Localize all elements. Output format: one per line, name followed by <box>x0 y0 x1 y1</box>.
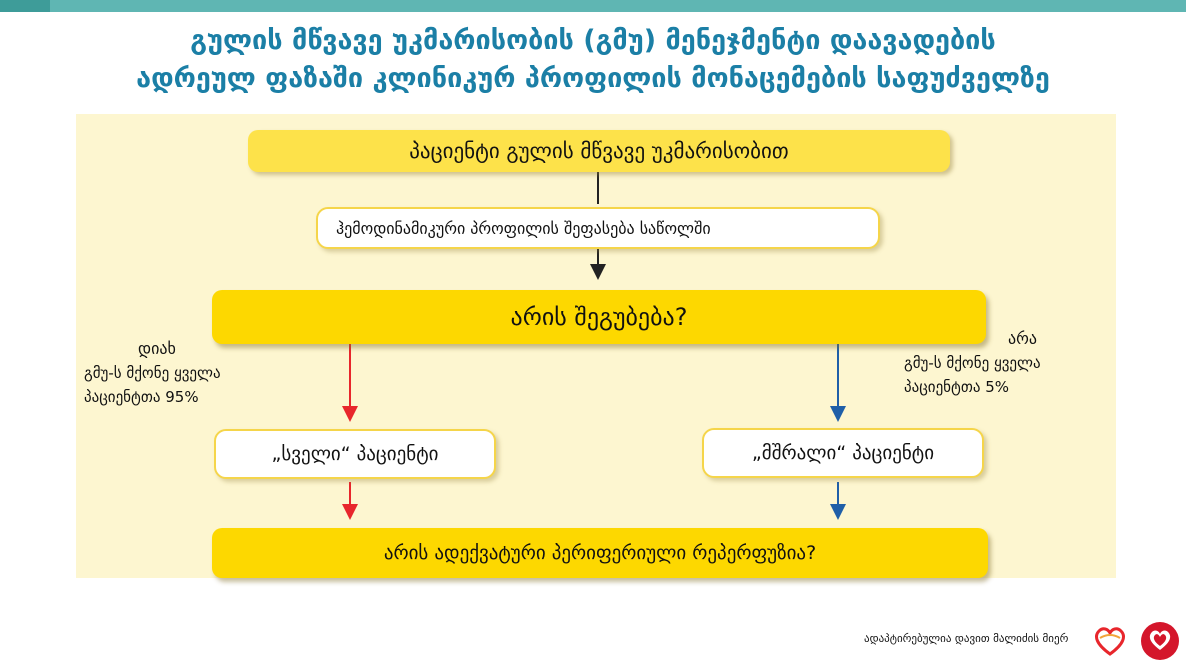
wet-patient-box: „სველი“ პაციენტი <box>214 429 496 479</box>
dry-patient-box: „მშრალი“ პაციენტი <box>702 428 984 478</box>
wet-patient-label: „სველი“ პაციენტი <box>271 443 439 465</box>
dry-patient-label: „მშრალი“ პაციენტი <box>751 442 935 464</box>
footer-credit: ადაპტირებულია დავით მალიძის მიერ <box>864 632 1069 645</box>
title-line-2: ადრეულ ფაზაში კლინიკურ პროფილის მონაცემე… <box>136 63 1050 94</box>
no-detail-line-1: გმუ-ს მქონე ყველა <box>904 354 1041 372</box>
slide-title: გულის მწვავე უკმარისობის (გმუ) მენეჯმენტ… <box>0 22 1186 98</box>
title-line-1: გულის მწვავე უკმარისობის (გმუ) მენეჯმენტ… <box>190 25 996 56</box>
patient-box: პაციენტი გულის მწვავე უკმარისობით <box>248 130 950 172</box>
congestion-question-box: არის შეგუბება? <box>212 290 986 344</box>
esc-logo-icon <box>1141 622 1179 660</box>
hfa-logo-icon <box>1095 627 1125 656</box>
top-accent-bar <box>0 0 1186 12</box>
assessment-box: ჰემოდინამიკური პროფილის შეფასება საწოლში <box>316 207 880 249</box>
flowchart-panel <box>76 114 1116 578</box>
patient-box-label: პაციენტი გულის მწვავე უკმარისობით <box>409 139 789 163</box>
perfusion-question-label: არის ადექვატური პერიფერიული რეპერფუზია? <box>383 542 817 564</box>
perfusion-question-box: არის ადექვატური პერიფერიული რეპერფუზია? <box>212 528 988 578</box>
yes-answer: დიახ <box>138 339 176 358</box>
top-accent-bar-left <box>0 0 50 12</box>
assessment-box-label: ჰემოდინამიკური პროფილის შეფასება საწოლში <box>336 218 711 238</box>
yes-detail-line-1: გმუ-ს მქონე ყველა <box>84 364 221 382</box>
yes-branch-note: დიახ გმუ-ს მქონე ყველა პაციენტთა 95% <box>84 337 221 409</box>
no-branch-note: არა გმუ-ს მქონე ყველა პაციენტთა 5% <box>904 327 1041 399</box>
no-detail-line-2: პაციენტთა 5% <box>904 378 1010 396</box>
no-answer: არა <box>1008 329 1037 348</box>
congestion-question-label: არის შეგუბება? <box>510 303 688 331</box>
yes-detail-line-2: პაციენტთა 95% <box>84 388 199 406</box>
